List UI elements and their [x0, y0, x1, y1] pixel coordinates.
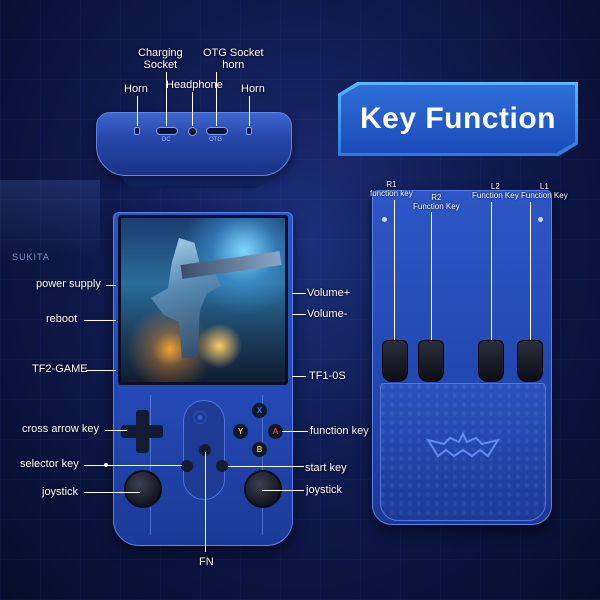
pointer-tf1 [292, 376, 306, 377]
pointer-l1 [530, 202, 531, 340]
label-reboot: reboot [46, 313, 78, 325]
label-joystick-left: joystick [42, 486, 79, 498]
left-joystick[interactable] [124, 470, 162, 508]
back-grip-panel [380, 383, 546, 521]
bat-logo-icon [426, 431, 500, 458]
label-charging-socket: Charging Socket [138, 47, 183, 71]
pointer-joystick-left [84, 492, 140, 493]
pointer-cross-arrow-key [105, 430, 127, 431]
r1-trigger[interactable] [382, 340, 408, 382]
l2-trigger[interactable] [478, 340, 504, 382]
horn-left-grill [134, 127, 140, 135]
screw [538, 217, 543, 222]
game-screen [121, 218, 285, 382]
pointer-headphone [192, 92, 193, 126]
label-volume-down: Volume- [307, 308, 348, 320]
pointer-fn [205, 452, 206, 552]
page-title: Key Function [359, 102, 556, 135]
button-a[interactable]: A [268, 424, 283, 439]
charging-socket-port [156, 127, 178, 135]
label-l1: L1 Function Key [521, 182, 568, 200]
wifi-icon: ⦿ [193, 410, 207, 426]
label-tf2: TF2-GAME [32, 363, 88, 375]
selector-button[interactable] [181, 460, 193, 472]
label-otg-socket: OTG Socket horn [203, 47, 264, 71]
fn-button[interactable] [199, 444, 211, 456]
dpad-vertical[interactable] [136, 410, 149, 453]
label-l2: L2 Function Key [472, 182, 519, 200]
label-tf1: TF1-0S [309, 370, 346, 382]
background-sign: SUKITA [12, 252, 50, 262]
dc-port-text: DC [162, 137, 171, 143]
title-badge: Key Function [338, 82, 578, 156]
pointer-start-key [228, 466, 304, 467]
pointer-reboot [84, 320, 116, 321]
game-character [151, 238, 221, 358]
label-power-supply: power supply [36, 278, 101, 290]
pointer-function-key [282, 431, 308, 432]
l1-trigger[interactable] [517, 340, 543, 382]
background-glow [0, 180, 100, 260]
pointer-r1 [394, 200, 395, 340]
pointer-charging-socket [166, 72, 167, 126]
pointer-r2 [431, 212, 432, 340]
pointer-horn-left [137, 96, 138, 126]
console-top-view [96, 112, 292, 176]
label-function-key: function key [310, 425, 369, 437]
button-x[interactable]: X [252, 403, 267, 418]
label-headphone: Headphone [166, 79, 223, 91]
screw [382, 217, 387, 222]
pointer-otg-socket [216, 72, 217, 126]
otg-socket-port [206, 127, 228, 135]
pointer-volume-up [292, 293, 306, 294]
label-cross-arrow-key: cross arrow key [22, 423, 100, 435]
pointer-power-supply [106, 285, 116, 286]
pointer-l2 [491, 202, 492, 340]
start-button[interactable] [216, 460, 228, 472]
headphone-jack [188, 127, 197, 136]
pointer-joystick-right [262, 490, 304, 491]
button-y[interactable]: Y [233, 424, 248, 439]
label-selector-key: selector key [20, 458, 79, 470]
label-joystick-right: joystick [306, 484, 343, 496]
right-joystick[interactable] [244, 470, 282, 508]
pointer-tf2 [86, 370, 116, 371]
pointer-horn-right [249, 96, 250, 126]
console-circuit-line [262, 395, 263, 535]
pointer-dot [104, 463, 108, 467]
label-horn-right: Horn [241, 83, 265, 95]
label-volume-up: Volume+ [307, 287, 351, 299]
pointer-volume-down [292, 314, 306, 315]
label-fn: FN [199, 556, 214, 568]
label-horn-left: Horn [124, 83, 148, 95]
r2-trigger[interactable] [418, 340, 444, 382]
label-start-key: start key [305, 462, 347, 474]
horn-right-grill [246, 127, 252, 135]
button-b[interactable]: B [252, 442, 267, 457]
label-r2: R2 Function Key [413, 193, 460, 211]
label-r1: R1 function key [370, 180, 413, 198]
pointer-selector-key [84, 465, 182, 466]
otg-port-text: OTG [209, 137, 222, 143]
